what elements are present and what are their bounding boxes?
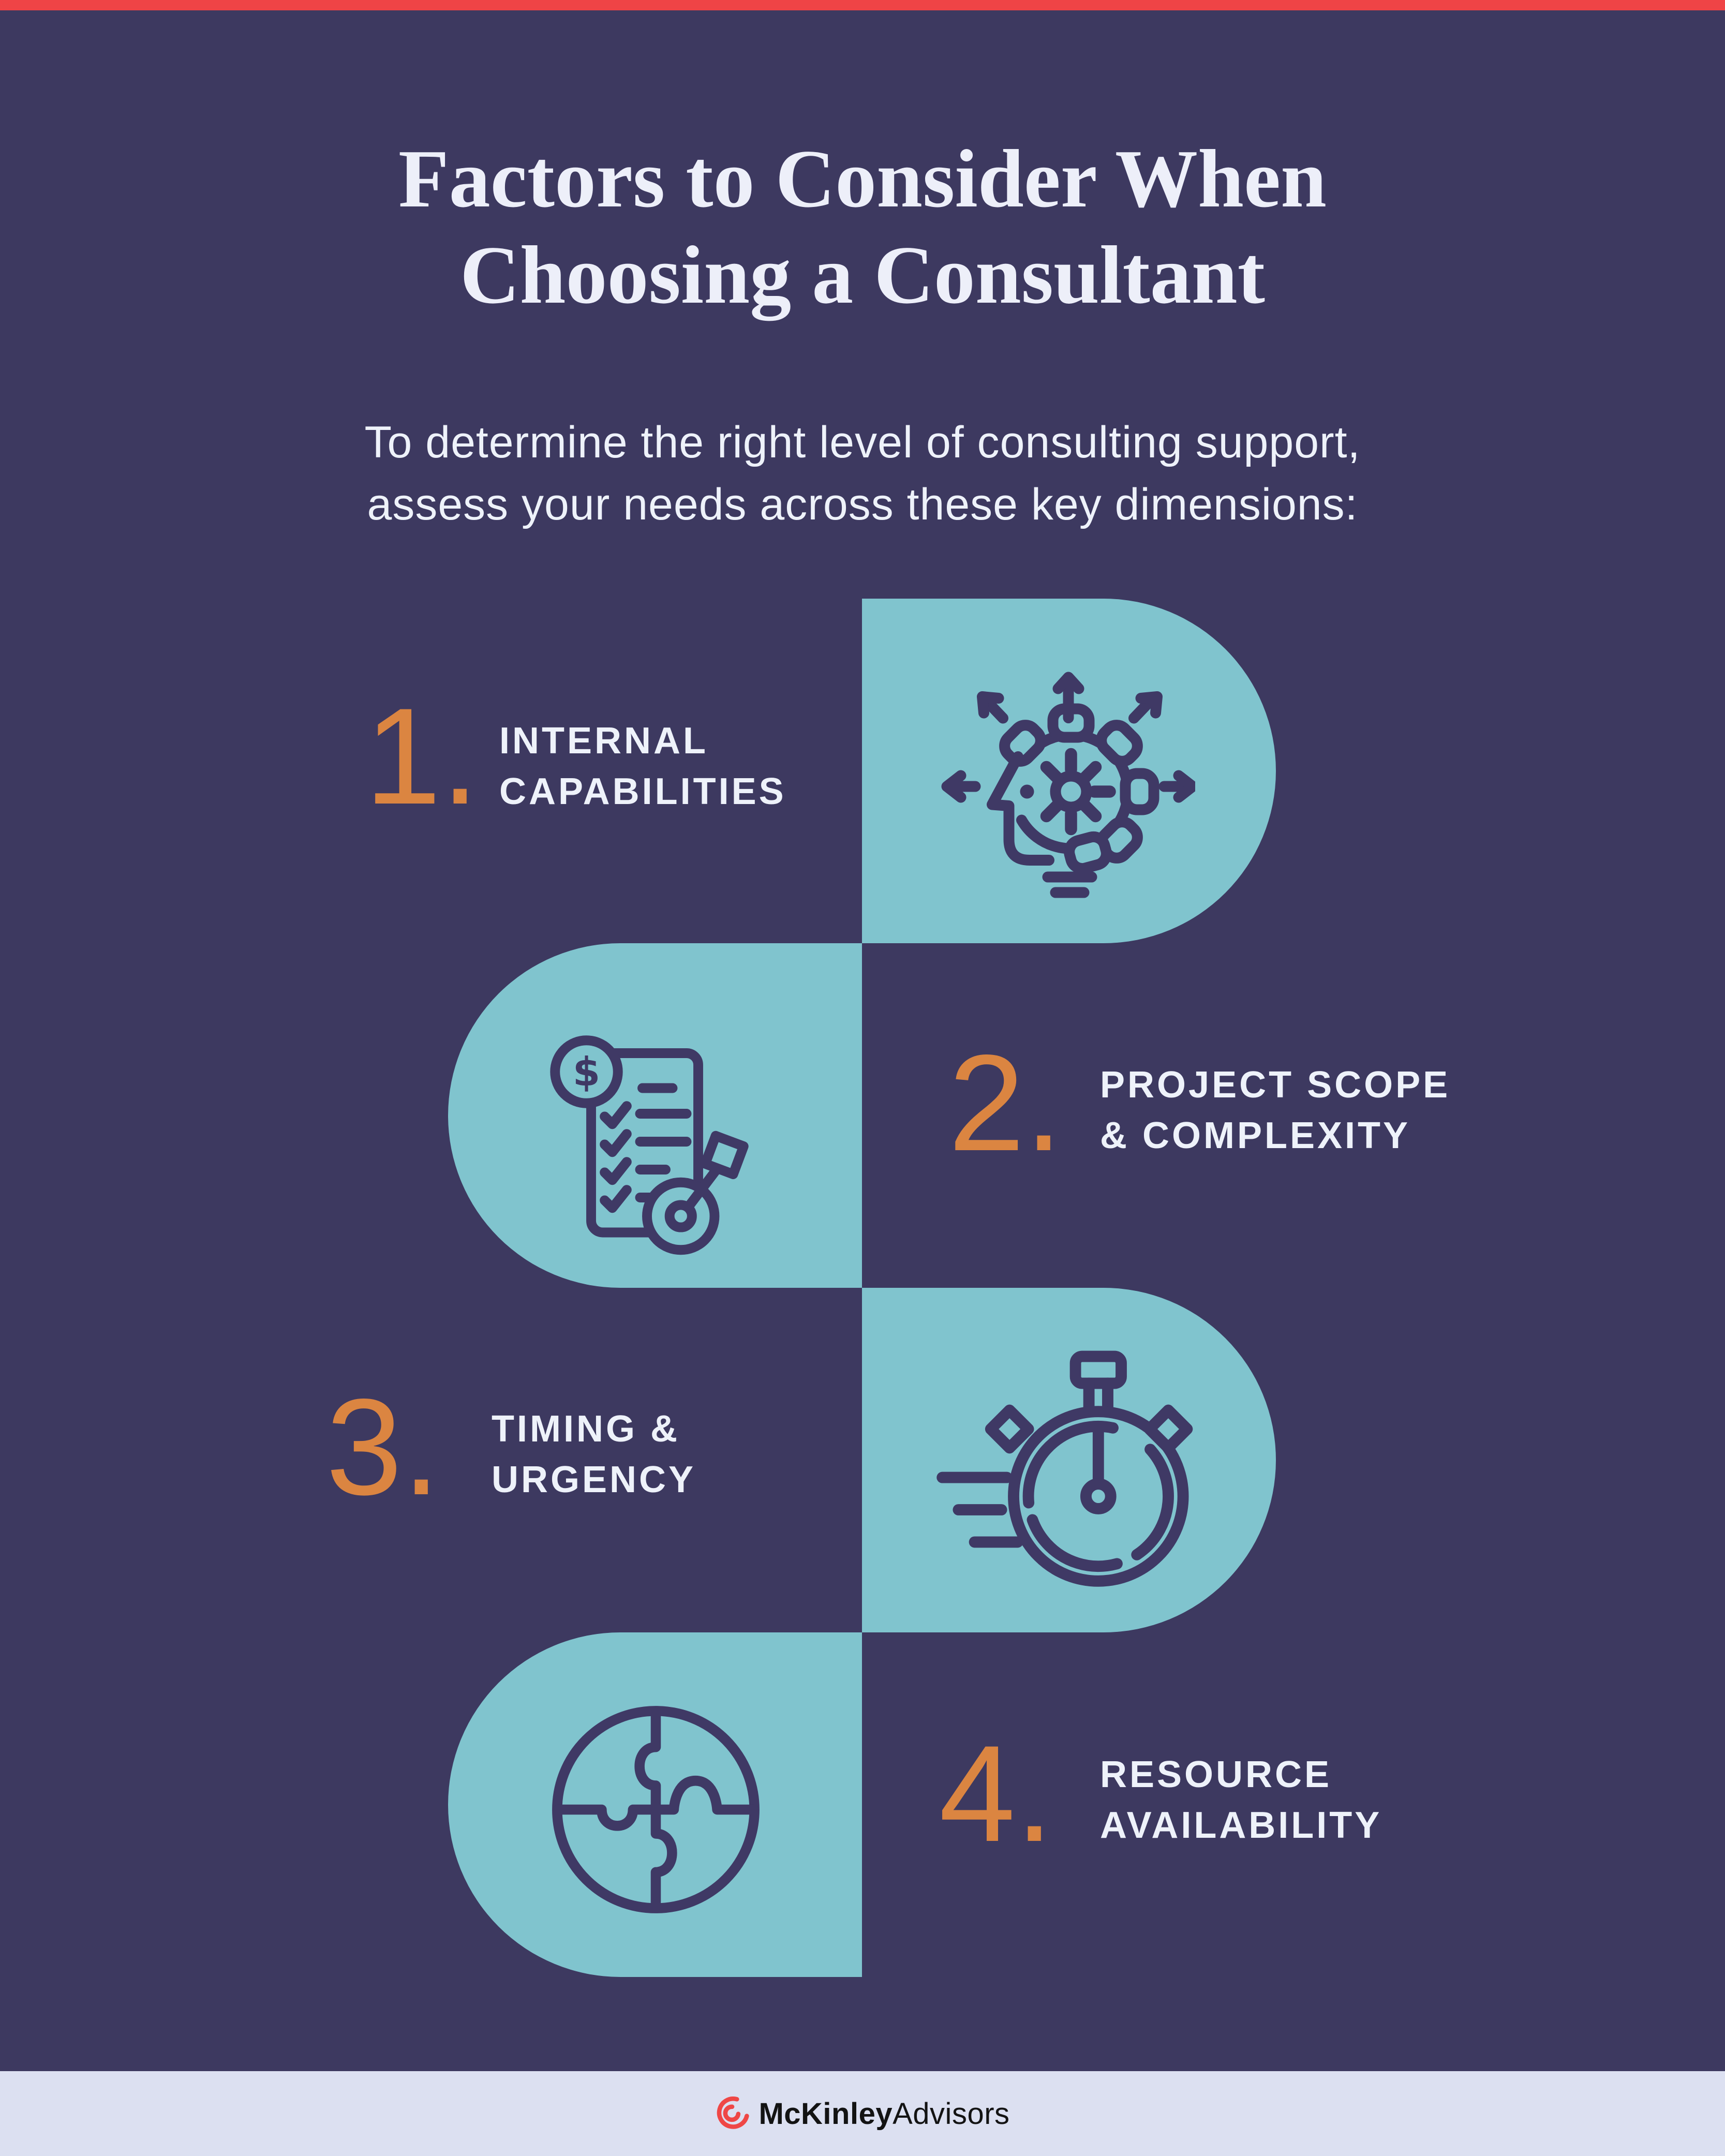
factor-4-title-line-1: RESOURCE — [1100, 1754, 1332, 1795]
factor-1-title-line-2: CAPABILITIES — [499, 771, 786, 812]
factor-3-title: TIMING & URGENCY — [492, 1404, 696, 1505]
factor-1-shape — [862, 599, 1276, 943]
list-rows — [600, 1083, 692, 1213]
top-accent-bar — [0, 0, 1725, 10]
factor-4-title: RESOURCE AVAILABILITY — [1100, 1749, 1382, 1851]
factor-3-number: 3. — [326, 1371, 441, 1524]
left-side-button — [985, 1404, 1034, 1454]
page-subtitle-line-1: To determine the right level of consulti… — [364, 418, 1361, 467]
factor-3-title-line-1: TIMING & — [492, 1408, 680, 1450]
factor-1-title-line-1: INTERNAL — [499, 720, 708, 762]
dollar-coin: $ — [550, 1035, 623, 1108]
page-subtitle-line-2: assess your needs across these key dimen… — [367, 480, 1358, 529]
factor-2-title-line-1: PROJECT SCOPE — [1100, 1064, 1451, 1106]
speed-lines — [936, 1471, 1023, 1548]
head-profile — [987, 751, 1054, 866]
needle-hub — [1080, 1478, 1117, 1514]
page-subtitle: To determine the right level of consulti… — [0, 411, 1725, 536]
stopwatch-button — [1069, 1350, 1127, 1414]
dollar-sign: $ — [573, 1050, 600, 1096]
dollar-checklist-target-icon: $ — [550, 1035, 749, 1255]
stopwatch-body — [1008, 1406, 1189, 1587]
brand-bold-text: McKinley — [759, 2096, 893, 2131]
gear-spokes — [1020, 748, 1116, 836]
brand-regular-text: Advisors — [893, 2096, 1010, 2131]
factor-3-shape — [862, 1288, 1276, 1632]
horizontal-puzzle-seam — [553, 1775, 759, 1831]
document-outline — [586, 1048, 703, 1238]
factor-1-title: INTERNAL CAPABILITIES — [499, 716, 786, 817]
page-title-line-2: Choosing a Consultant — [459, 229, 1265, 321]
vertical-puzzle-seam — [634, 1707, 677, 1912]
factor-4-title-line-2: AVAILABILITY — [1100, 1805, 1382, 1846]
puzzle-globe-icon — [552, 1706, 760, 1913]
gear-teeth — [999, 703, 1159, 874]
radiating-arrows — [941, 672, 1195, 803]
head-gear-arrows-icon — [941, 672, 1195, 898]
swirl-logo-icon — [717, 2096, 750, 2129]
factor-3-title-line-2: URGENCY — [492, 1459, 696, 1500]
gear-hub — [1050, 770, 1092, 813]
stopwatch-icon — [936, 1350, 1193, 1587]
factor-2-number: 2. — [948, 1027, 1063, 1180]
footer-brand: McKinleyAdvisors — [759, 2096, 1009, 2131]
right-side-button — [1143, 1404, 1193, 1454]
footer-bar: McKinleyAdvisors — [0, 2071, 1725, 2156]
factor-2-shape: $ — [448, 943, 862, 1288]
factor-1-number: 1. — [365, 680, 480, 833]
page-title: Factors to Consider When Choosing a Cons… — [0, 130, 1725, 323]
factor-4-shape — [448, 1632, 862, 1977]
bulb-base-lines — [1042, 871, 1097, 898]
factor-2-title-line-2: & COMPLEXITY — [1100, 1115, 1411, 1156]
stopwatch-inner-ring — [1022, 1420, 1174, 1572]
page-title-line-1: Factors to Consider When — [398, 132, 1327, 225]
factor-2-title: PROJECT SCOPE & COMPLEXITY — [1100, 1060, 1450, 1161]
target-dart — [642, 1131, 749, 1255]
factor-4-number: 4. — [939, 1717, 1054, 1870]
